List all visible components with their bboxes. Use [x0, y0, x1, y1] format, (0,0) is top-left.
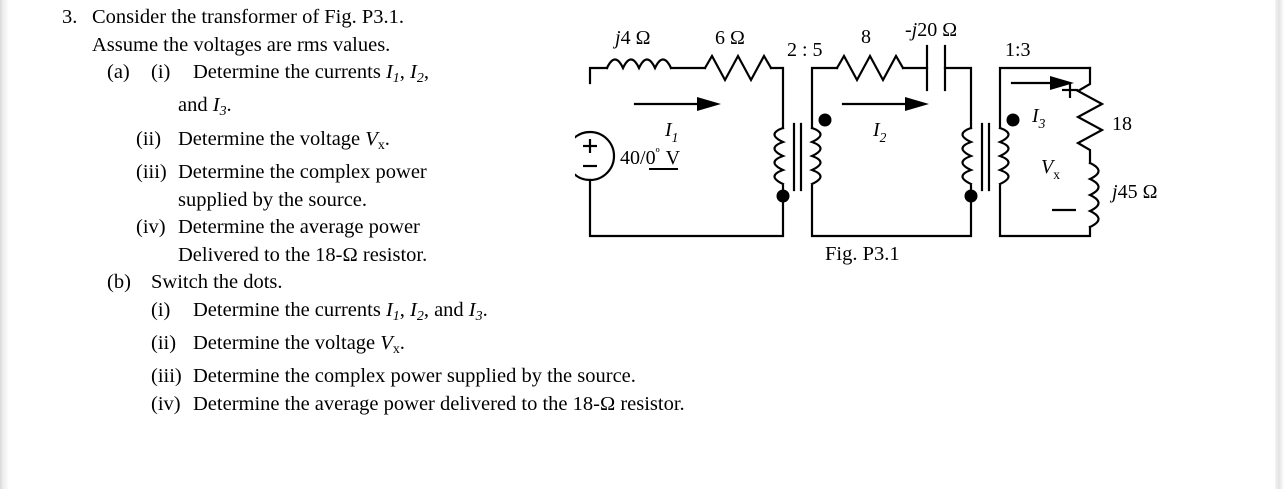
voltage-vx-label: Vx	[1041, 156, 1060, 182]
part-a-marker: (a)	[107, 61, 130, 83]
problem-intro-line-1: 3. Consider the transformer of Fig. P3.1…	[62, 4, 722, 32]
part-a-item-iv-marker: (iv)	[136, 216, 166, 239]
part-a-item-iii: (iii) Determine the complex power	[136, 159, 722, 187]
part-a-item-iii-cont: supplied by the source.	[178, 188, 368, 211]
part-a-item-iii-text: Determine the complex power	[178, 161, 427, 184]
part-a-item-ii-text: Determine the voltage Vx.	[178, 127, 390, 153]
part-b-item-i-marker: (i)	[151, 298, 171, 321]
part-a-item-iv-text: Determine the average power	[178, 216, 420, 239]
part-a-item-i-cont-text: and	[178, 94, 213, 117]
xfmr1-ratio-label: 2 : 5	[787, 39, 823, 61]
part-b-item-ii-text: Determine the voltage Vx.	[193, 332, 405, 357]
part-b-title: Switch the dots.	[151, 271, 283, 294]
resistor-8ohm-symbol	[835, 53, 905, 83]
problem-intro-line-2: Assume the voltages are rms values.	[92, 32, 722, 60]
part-a-item-iii-marker: (iii)	[136, 161, 167, 184]
resistor-6ohm-symbol	[703, 53, 773, 83]
current-i1-arrow-head	[697, 97, 721, 111]
part-a-item-i: (a) (i) Determine the currents I1, I2,	[107, 59, 722, 92]
part-b-item-ii-marker: (ii)	[151, 332, 177, 355]
part-b-item-iv-text: Determine the average power delivered to…	[193, 392, 685, 415]
part-a-item-i-sub3: 3	[219, 104, 227, 120]
part-b-item-iv: (iv) Determine the average power deliver…	[151, 391, 722, 419]
resistor-18ohm-label: 18	[1112, 113, 1132, 135]
xfmr2-primary-coil	[961, 126, 974, 186]
resistor-8ohm-label: 8	[861, 26, 871, 48]
xfmr1-secondary-dot	[818, 113, 832, 127]
current-i2-label: I2	[872, 119, 887, 145]
current-i3-arrow-head	[1050, 76, 1074, 90]
part-b-item-i-text: Determine the currents I1, I2, and I3.	[193, 298, 488, 324]
part-b-title-row: (b) Switch the dots.	[107, 269, 722, 297]
xfmr2-secondary-dot	[1006, 113, 1020, 127]
problem-intro-text-1: Consider the transformer of Fig. P3.1.	[92, 6, 405, 28]
wire-xfmr2-sec-top	[998, 66, 1092, 130]
current-i3-label: I3	[1031, 105, 1046, 131]
problem-number: 3.	[62, 6, 78, 28]
wire-middle-mesh-bottom	[810, 184, 973, 238]
voltage-source-symbol	[564, 130, 616, 182]
wire-capacitor-to-xfmr2-top	[943, 66, 973, 130]
part-a-item-ii: (ii) Determine the voltage Vx.	[136, 126, 722, 159]
xfmr2-ratio-label: 1:3	[1005, 39, 1031, 61]
part-a-item-i-period: .	[226, 94, 232, 117]
inductor-j45-symbol	[1087, 161, 1100, 229]
part-a-item-iv: (iv) Determine the average power	[136, 214, 722, 242]
current-i2-arrow-head	[905, 97, 929, 111]
part-b-item-iii: (iii) Determine the complex power suppli…	[151, 363, 722, 391]
part-b-item-ii: (ii) Determine the voltage Vx.	[151, 330, 722, 363]
part-a-item-i-marker: (i)	[151, 61, 171, 83]
current-i1-label: I1	[664, 119, 678, 145]
problem-statement: 3. Consider the transformer of Fig. P3.1…	[62, 4, 722, 418]
wire-xfmr1-sec-top	[810, 66, 839, 130]
inductor-j4-symbol	[605, 58, 673, 71]
xfmr1-primary-coil	[773, 126, 786, 186]
xfmr1-primary-dot	[776, 189, 790, 203]
xfmr2-secondary-coil	[997, 126, 1010, 186]
wire-resistor-to-xfmr1-top	[769, 66, 785, 130]
figure-caption: Fig. P3.1	[825, 243, 900, 265]
part-a-item-i-var3: I	[212, 94, 220, 117]
part-a-item-iv-cont: Delivered to the 18-Ω resistor.	[178, 243, 428, 266]
part-b-item-i: (i) Determine the currents I1, I2, and I…	[151, 297, 722, 330]
problem-intro-text-2: Assume the voltages are rms values.	[92, 33, 391, 56]
resistor-18ohm-symbol	[1075, 66, 1105, 165]
part-b-marker: (b)	[107, 271, 131, 294]
wire-left-mesh-bottom	[588, 178, 785, 238]
part-a-item-i-cont: and I3.	[178, 92, 722, 125]
wire-load-mesh-bottom	[998, 184, 1092, 238]
xfmr1-secondary-coil	[809, 126, 822, 186]
xfmr2-primary-dot	[964, 189, 978, 203]
part-a-item-ii-marker: (ii)	[136, 127, 162, 150]
wire-source-to-inductor	[588, 66, 609, 85]
part-b-item-iv-marker: (iv)	[151, 392, 181, 415]
part-b-item-iii-marker: (iii)	[151, 365, 182, 388]
part-b-item-iii-text: Determine the complex power supplied by …	[193, 365, 636, 388]
part-a-item-i-text: Determine the currents I1, I2,	[193, 61, 429, 86]
